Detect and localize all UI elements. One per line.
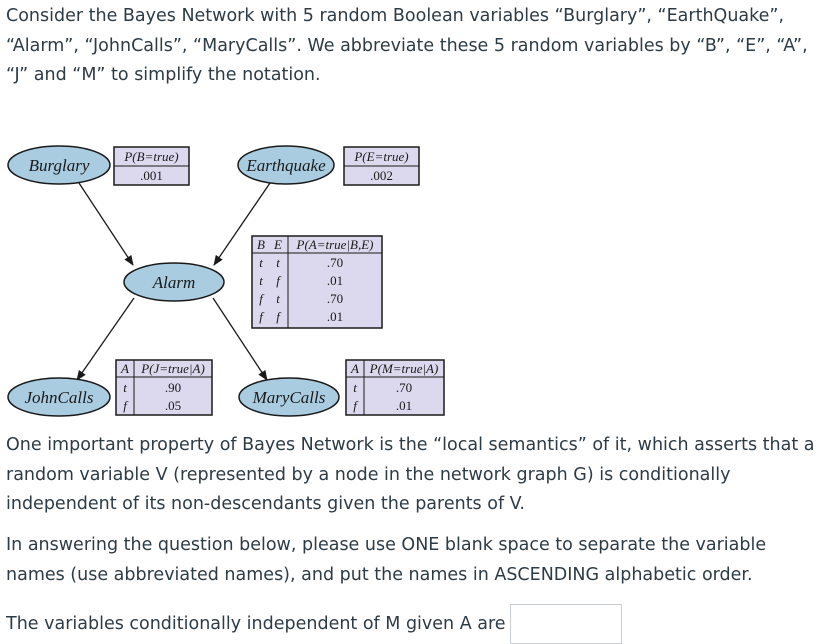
cpt-earthquake-header: P(E=true)	[353, 149, 408, 164]
cpt-alarm-header-e: E	[273, 237, 282, 252]
cpt-marycalls: A P(M=true|A) t .70 f .01	[345, 359, 445, 416]
cpt-johncalls: A P(J=true|A) t .90 f .05	[115, 359, 213, 416]
cpt-alarm-row1-e: t	[276, 255, 280, 270]
cpt-burglary-value: .001	[140, 168, 163, 183]
instructions-paragraph: In answering the question below, please …	[6, 535, 767, 585]
cpt-alarm-row4-b: f	[259, 309, 265, 324]
local-semantics-paragraph: One important property of Bayes Network …	[6, 435, 815, 514]
cpt-johncalls-header-p: P(J=true|A)	[140, 361, 205, 376]
cpt-marycalls-header-p: P(M=true|A)	[369, 361, 439, 376]
edge-earthquake-alarm	[213, 182, 271, 266]
cpt-alarm: B E P(A=true|B,E) t t .70 t f .01 f t .7…	[251, 235, 383, 329]
question-text: The variables conditionally independent …	[6, 614, 506, 634]
cpt-alarm-row3-b: f	[259, 291, 265, 306]
cpt-johncalls-row2-a: f	[123, 398, 129, 413]
node-earthquake: Earthquake	[237, 145, 335, 185]
cpt-alarm-row1-p: .70	[327, 255, 343, 270]
cpt-alarm-row2-e: f	[276, 273, 282, 288]
cpt-alarm-header-b: B	[257, 237, 265, 252]
cpt-marycalls-header-a: A	[350, 361, 359, 376]
cpt-earthquake-value: .002	[370, 168, 393, 183]
node-alarm-label: Alarm	[152, 273, 196, 292]
answer-input[interactable]	[509, 604, 622, 644]
cpt-johncalls-row1-a: t	[123, 380, 127, 395]
bayes-network-diagram: Burglary Earthquake Alarm JohnCalls Mary…	[7, 145, 445, 417]
cpt-earthquake: P(E=true) .002	[343, 146, 420, 186]
cpt-marycalls-row2-a: f	[353, 398, 359, 413]
cpt-marycalls-row2-p: .01	[396, 398, 412, 413]
node-johncalls-label: JohnCalls	[25, 388, 94, 407]
cpt-alarm-row2-b: t	[259, 273, 263, 288]
node-alarm: Alarm	[123, 262, 225, 302]
question-line: The variables conditionally independent …	[6, 604, 820, 644]
cpt-alarm-row2-p: .01	[327, 273, 343, 288]
cpt-johncalls-header-a: A	[120, 361, 129, 376]
cpt-alarm-row4-e: f	[276, 309, 282, 324]
cpt-alarm-header-p: P(A=true|B,E)	[296, 237, 374, 252]
node-johncalls: JohnCalls	[7, 377, 111, 417]
cpt-marycalls-row1-p: .70	[396, 380, 412, 395]
node-burglary-label: Burglary	[29, 156, 90, 175]
cpt-burglary-header: P(B=true)	[123, 149, 178, 164]
node-marycalls-label: MaryCalls	[252, 388, 326, 407]
node-marycalls: MaryCalls	[238, 377, 340, 417]
cpt-alarm-row3-p: .70	[327, 291, 343, 306]
cpt-johncalls-row2-p: .05	[165, 398, 181, 413]
node-burglary: Burglary	[7, 145, 111, 185]
intro-paragraph: Consider the Bayes Network with 5 random…	[6, 6, 808, 85]
cpt-burglary: P(B=true) .001	[113, 146, 190, 186]
cpt-alarm-row3-e: t	[276, 291, 280, 306]
cpt-alarm-row4-p: .01	[327, 309, 343, 324]
edge-alarm-johncalls	[76, 297, 135, 381]
node-earthquake-label: Earthquake	[245, 156, 326, 175]
edge-alarm-marycalls	[212, 297, 268, 381]
cpt-marycalls-row1-a: t	[353, 380, 357, 395]
cpt-johncalls-row1-p: .90	[165, 380, 181, 395]
edge-burglary-alarm	[78, 182, 134, 266]
cpt-alarm-row1-b: t	[259, 255, 263, 270]
